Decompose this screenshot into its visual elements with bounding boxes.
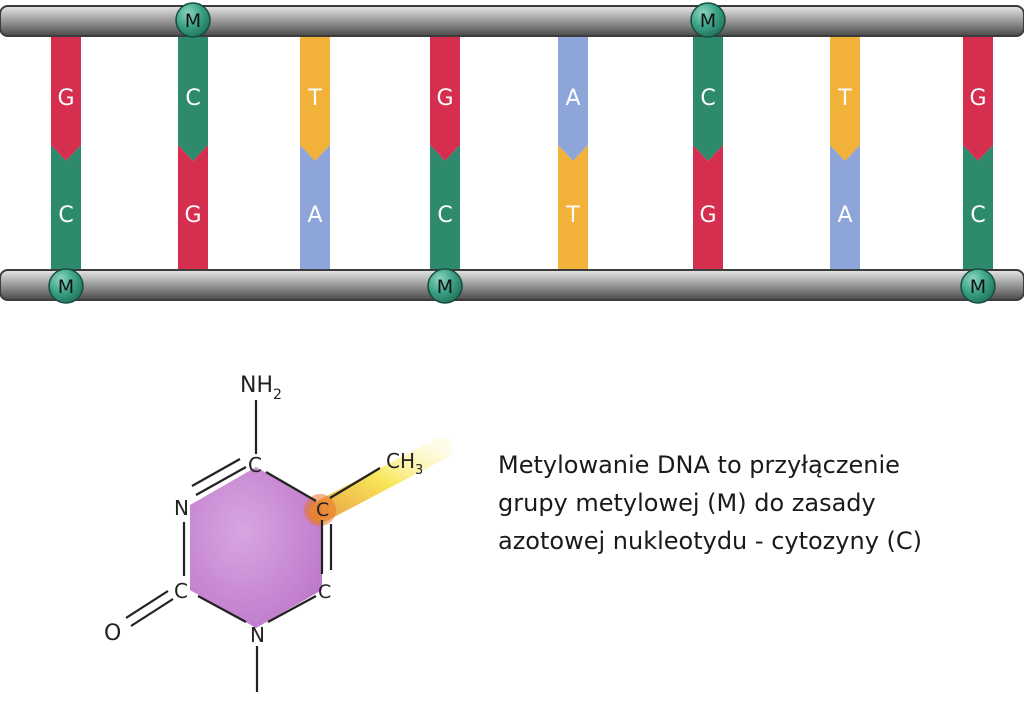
base-top xyxy=(693,36,723,161)
bonds xyxy=(125,400,381,692)
caption-line-2: grupy metylowej (M) do zasady xyxy=(498,489,876,517)
base-bottom xyxy=(178,145,208,270)
base-bottom-label: A xyxy=(307,203,322,228)
base-pair: TA xyxy=(830,36,860,270)
base-top xyxy=(51,36,81,161)
atom-n1: N xyxy=(250,623,265,647)
base-bottom-label: C xyxy=(970,203,985,228)
methyl-ball xyxy=(175,2,211,38)
base-bottom-label: T xyxy=(565,203,580,228)
top-strand xyxy=(0,5,1024,37)
base-bottom xyxy=(51,145,81,270)
base-pair: AT xyxy=(558,36,588,270)
methyl-group: M xyxy=(690,2,726,38)
base-top xyxy=(558,36,588,161)
base-top xyxy=(178,36,208,161)
pyrimidine-ring xyxy=(190,467,322,628)
bond-n3-c4-double xyxy=(191,458,241,487)
caption-line-1: Metylowanie DNA to przyłączenie xyxy=(498,451,900,479)
base-top-label: T xyxy=(307,86,322,111)
atom-labels: NH2 CH3 C C C N C N O xyxy=(104,373,423,647)
methyl-groups: M M M M M xyxy=(48,2,996,304)
bond-c5-ch3 xyxy=(329,467,381,499)
base-bottom-label: G xyxy=(184,203,201,228)
methyl-group: M xyxy=(48,268,84,304)
base-top-label: C xyxy=(700,86,715,111)
bottom-strand xyxy=(0,269,1024,301)
base-bottom-label: C xyxy=(58,203,73,228)
base-top-label: G xyxy=(57,86,74,111)
base-bottom xyxy=(558,145,588,270)
base-pair: GC xyxy=(430,36,460,270)
bond-c2-o xyxy=(125,590,169,619)
base-pair: TA xyxy=(300,36,330,270)
base-pair: CG xyxy=(693,36,723,270)
base-bottom xyxy=(963,145,993,270)
methyl-label: M xyxy=(970,276,986,298)
base-bottom xyxy=(300,145,330,270)
bond-c6-n1 xyxy=(267,595,317,623)
c5-glow xyxy=(304,494,336,526)
methyl-label: M xyxy=(437,276,453,298)
base-top xyxy=(300,36,330,161)
base-top-label: G xyxy=(436,86,453,111)
base-top-label: C xyxy=(185,86,200,111)
base-bottom xyxy=(830,145,860,270)
methyl-group: M xyxy=(427,268,463,304)
methyl-group: CH3 xyxy=(386,449,423,478)
base-bottom-label: C xyxy=(437,203,452,228)
methyl-label: M xyxy=(700,10,716,32)
methyl-group: M xyxy=(960,268,996,304)
methyl-group: M xyxy=(175,2,211,38)
base-top xyxy=(430,36,460,161)
atom-oxygen: O xyxy=(104,621,121,646)
base-pair: GC xyxy=(51,36,81,270)
base-bottom-label: A xyxy=(837,203,852,228)
base-top xyxy=(963,36,993,161)
bond-c2-o-double xyxy=(130,598,174,627)
methyl-ball xyxy=(690,2,726,38)
bond-c4-c5 xyxy=(265,471,317,502)
base-bottom xyxy=(693,145,723,270)
methyl-label: M xyxy=(185,10,201,32)
atom-n3: N xyxy=(174,496,189,520)
caption-line-3: azotowej nukleotydu - cytozyny (C) xyxy=(498,527,923,555)
base-bottom xyxy=(430,145,460,270)
methyl-highlight xyxy=(309,437,453,523)
bond-n1-c2 xyxy=(197,595,247,623)
cytosine-molecule: NH2 CH3 C C C N C N O xyxy=(104,373,453,692)
methyl-ball xyxy=(960,268,996,304)
methyl-ball xyxy=(427,268,463,304)
atom-c5: C xyxy=(316,499,329,521)
base-top-label: T xyxy=(837,86,852,111)
atom-c4: C xyxy=(248,453,262,477)
base-top-label: G xyxy=(969,86,986,111)
atom-c6: C xyxy=(318,581,331,603)
methyl-label: M xyxy=(58,276,74,298)
methyl-ball xyxy=(48,268,84,304)
base-pair: GC xyxy=(963,36,993,270)
caption: Metylowanie DNA to przyłączenie grupy me… xyxy=(498,446,1008,560)
bond-n3-c4 xyxy=(195,466,247,496)
base-pair: CG xyxy=(178,36,208,270)
base-top xyxy=(830,36,860,161)
base-top-label: A xyxy=(565,86,580,111)
base-bottom-label: G xyxy=(699,203,716,228)
atom-c2: C xyxy=(174,579,188,603)
amino-group: NH2 xyxy=(240,373,282,403)
